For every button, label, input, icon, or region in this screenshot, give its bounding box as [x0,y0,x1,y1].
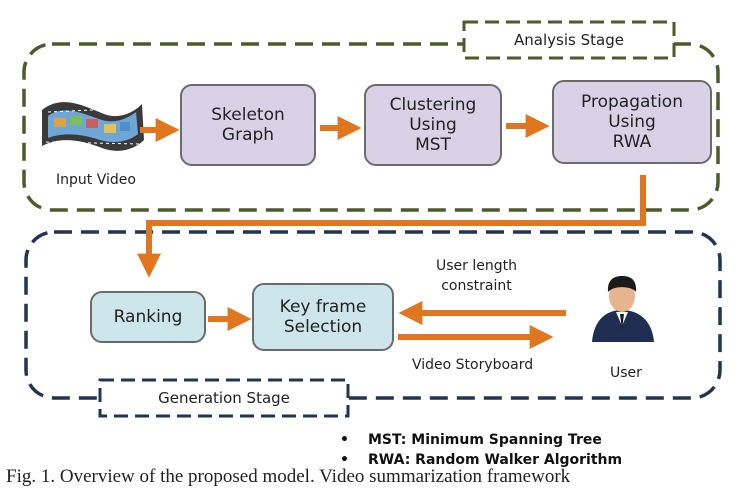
key-frame-selection-node: Key frame Selection [252,283,394,351]
generation-stage-label: Generation Stage [106,383,342,413]
film-strip-icon [42,102,144,151]
ranking-node: Ranking [90,291,206,343]
node-line: Using [608,112,656,132]
generation-stage-box [24,230,722,400]
legend-text: RWA: Random Walker Algorithm [368,452,623,468]
analysis-stage-box [22,42,720,212]
user-avatar-icon [592,276,654,342]
skeleton-graph-node: Skeleton Graph [180,84,316,166]
legend-text: MST: Minimum Spanning Tree [368,432,602,448]
user-length-constraint-caption: User length constraint [436,256,517,296]
node-line: Propagation [581,92,683,112]
caption-line: constraint [441,278,512,294]
propagation-rwa-node: Propagation Using RWA [552,80,712,164]
node-line: MST [415,135,451,155]
figure-caption: Fig. 1. Overview of the proposed model. … [6,466,571,487]
analysis-stage-label: Analysis Stage [470,25,668,55]
node-line: Ranking [113,307,183,327]
bullet: • [340,452,349,468]
node-line: Graph [221,125,275,145]
node-line: Key frame [279,297,367,317]
node-line: RWA [612,132,652,152]
video-storyboard-caption: Video Storyboard [412,357,534,373]
bullet: • [340,432,349,448]
user-caption: User [610,365,642,381]
node-line: Using [409,115,457,135]
node-line: Clustering [389,95,477,115]
arrow-propagation-to-ranking [137,175,646,278]
node-line: Selection [283,317,363,337]
caption-line: User length [436,258,517,274]
clustering-mst-node: Clustering Using MST [364,84,502,166]
legend-item-mst: • MST: Minimum Spanning Tree [340,432,602,448]
node-line: Skeleton [211,105,285,125]
legend-item-rwa: • RWA: Random Walker Algorithm [340,452,622,468]
input-video-caption: Input Video [56,172,136,188]
